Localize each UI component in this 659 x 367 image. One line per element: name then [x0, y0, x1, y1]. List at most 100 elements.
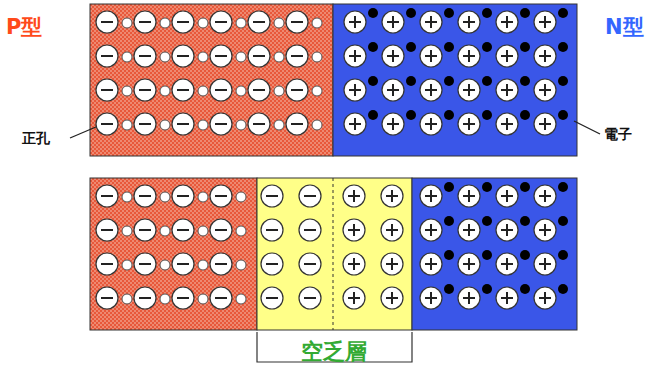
donor-ion — [420, 253, 442, 275]
sign — [215, 263, 227, 265]
hole — [312, 86, 322, 96]
ion-group — [96, 8, 568, 309]
sign — [544, 292, 546, 304]
sign — [291, 55, 303, 57]
sign — [177, 123, 189, 125]
donor-ion — [534, 79, 556, 101]
donor-ion — [458, 11, 480, 33]
hole — [198, 86, 208, 96]
acceptor-ion — [134, 113, 156, 135]
electron — [444, 284, 454, 294]
sign — [266, 229, 278, 231]
hole — [236, 226, 246, 236]
sign — [253, 21, 265, 23]
sign — [215, 89, 227, 91]
hole — [160, 294, 170, 304]
electron — [520, 42, 530, 52]
region-label: 空乏層 — [301, 340, 367, 364]
sign — [391, 258, 393, 270]
hole — [312, 18, 322, 28]
donor-ion — [496, 219, 518, 241]
sign — [101, 229, 113, 231]
acceptor-ion — [299, 185, 321, 207]
donor-ion — [458, 113, 480, 135]
sign — [101, 55, 113, 57]
acceptor-ion — [210, 253, 232, 275]
sign — [506, 190, 508, 202]
donor-ion — [496, 113, 518, 135]
donor-ion — [496, 45, 518, 67]
sign — [506, 258, 508, 270]
electron — [520, 8, 530, 18]
sign — [291, 89, 303, 91]
donor-ion — [534, 287, 556, 309]
donor-ion — [382, 79, 404, 101]
sign — [430, 190, 432, 202]
sign — [291, 123, 303, 125]
sign — [544, 258, 546, 270]
donor-ion — [534, 253, 556, 275]
donor-ion — [458, 79, 480, 101]
acceptor-ion — [210, 113, 232, 135]
sign — [266, 263, 278, 265]
hole — [198, 52, 208, 62]
hole — [274, 18, 284, 28]
hole — [198, 260, 208, 270]
electron — [444, 42, 454, 52]
donor-ion — [458, 287, 480, 309]
electron — [520, 110, 530, 120]
sign — [468, 224, 470, 236]
donor-ion — [534, 113, 556, 135]
sign — [430, 224, 432, 236]
acceptor-ion — [96, 185, 118, 207]
electron — [406, 8, 416, 18]
donor-ion — [534, 185, 556, 207]
sign — [177, 21, 189, 23]
acceptor-ion — [134, 185, 156, 207]
sign — [468, 16, 470, 28]
electron — [520, 250, 530, 260]
donor-ion — [458, 185, 480, 207]
sign — [506, 50, 508, 62]
donor-ion — [458, 219, 480, 241]
sign — [139, 123, 151, 125]
hole — [236, 294, 246, 304]
sign — [139, 89, 151, 91]
electron — [558, 8, 568, 18]
hole — [236, 260, 246, 270]
acceptor-ion — [286, 45, 308, 67]
donor-ion — [382, 45, 404, 67]
sign — [291, 21, 303, 23]
sign — [101, 297, 113, 299]
sign — [353, 190, 355, 202]
acceptor-ion — [172, 45, 194, 67]
donor-ion — [344, 113, 366, 135]
acceptor-ion — [210, 11, 232, 33]
sign — [391, 292, 393, 304]
acceptor-ion — [210, 287, 232, 309]
donor-ion — [458, 45, 480, 67]
sign — [430, 16, 432, 28]
acceptor-ion — [134, 79, 156, 101]
sign — [177, 263, 189, 265]
donor-ion — [382, 113, 404, 135]
donor-ion — [381, 219, 403, 241]
electron — [558, 250, 568, 260]
acceptor-ion — [134, 11, 156, 33]
electron — [482, 284, 492, 294]
sign — [101, 195, 113, 197]
sign — [544, 16, 546, 28]
hole — [122, 260, 132, 270]
hole — [198, 192, 208, 202]
donor-ion — [381, 253, 403, 275]
hole — [312, 52, 322, 62]
electron — [482, 8, 492, 18]
sign — [215, 195, 227, 197]
electron — [482, 110, 492, 120]
acceptor-ion — [286, 11, 308, 33]
sign — [392, 84, 394, 96]
hole — [198, 18, 208, 28]
sign — [544, 50, 546, 62]
hole — [198, 294, 208, 304]
acceptor-ion — [261, 219, 283, 241]
